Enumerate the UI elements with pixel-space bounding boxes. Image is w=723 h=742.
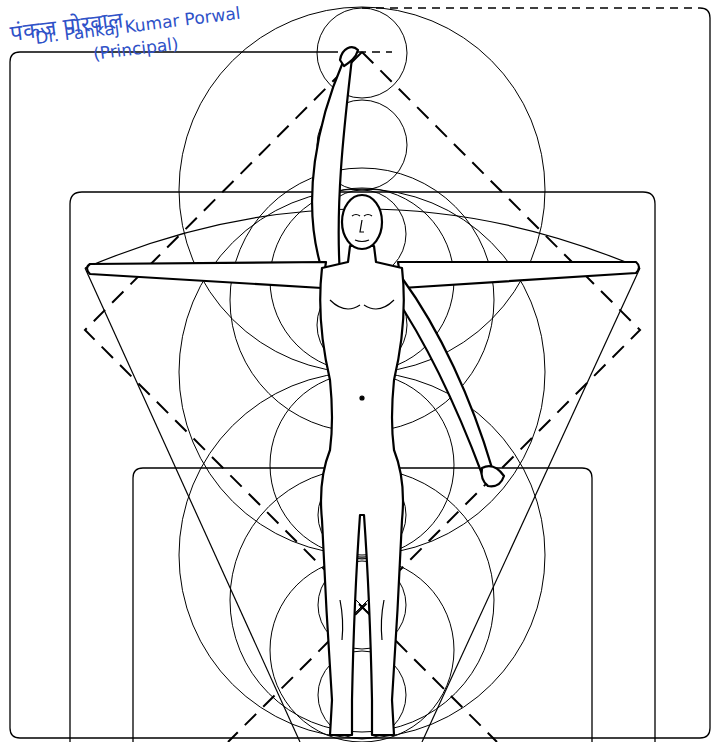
figure-details bbox=[360, 396, 364, 400]
figure-details bbox=[330, 215, 394, 641]
figure-details bbox=[360, 220, 364, 232]
frame bbox=[10, 8, 710, 738]
human-figure bbox=[87, 47, 639, 735]
figure-details bbox=[340, 600, 384, 640]
frame bbox=[10, 8, 710, 742]
arm-span-cone bbox=[85, 268, 300, 742]
figure-details bbox=[330, 300, 394, 309]
human-figure bbox=[398, 262, 639, 288]
dashed-square bbox=[228, 52, 640, 742]
arm-span-cone bbox=[85, 209, 640, 742]
human-figure bbox=[392, 278, 492, 474]
proportion-circles bbox=[179, 7, 545, 742]
figure-details bbox=[352, 215, 372, 217]
human-figure bbox=[87, 262, 326, 288]
proportion-circles bbox=[270, 558, 454, 742]
frame bbox=[362, 7, 700, 8]
human-figure bbox=[340, 47, 358, 66]
figure-details bbox=[355, 240, 369, 242]
frame bbox=[70, 192, 655, 742]
human-figure bbox=[342, 195, 382, 249]
dashed-square bbox=[85, 52, 497, 742]
arm-span-cone bbox=[422, 268, 640, 742]
human-figure bbox=[320, 246, 404, 735]
human-figure bbox=[312, 58, 352, 275]
dashed-square bbox=[85, 52, 640, 742]
human-figure bbox=[482, 466, 504, 486]
